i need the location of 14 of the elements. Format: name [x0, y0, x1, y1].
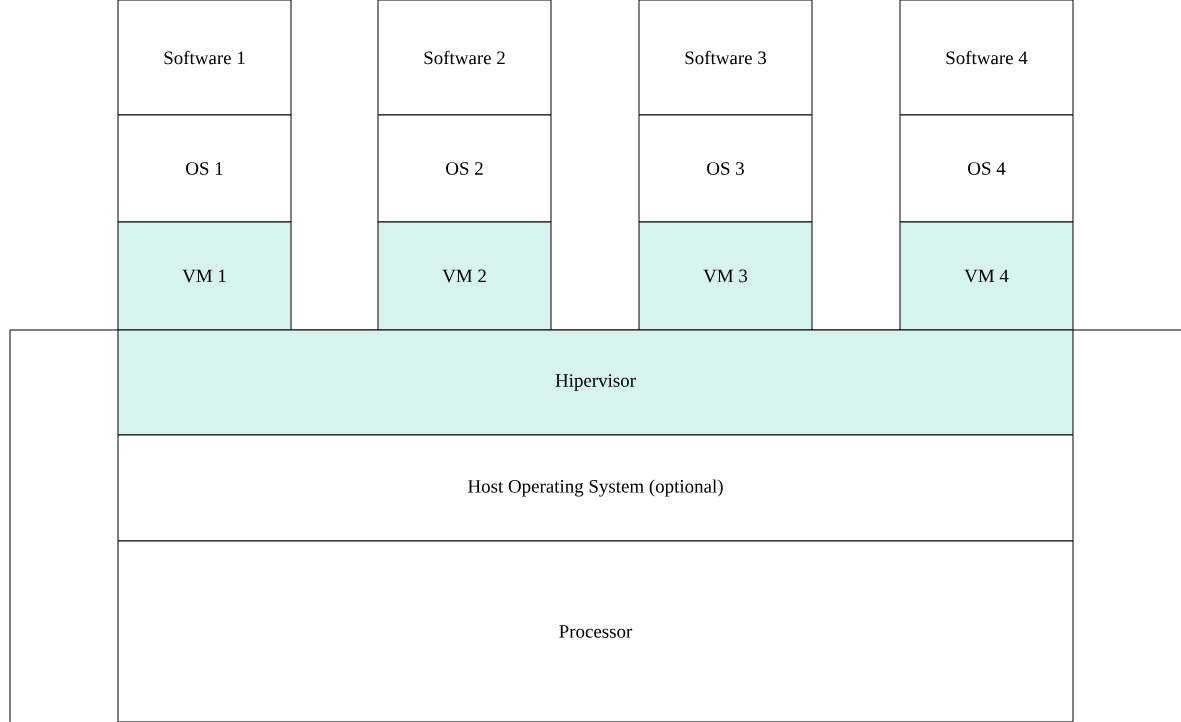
vm-box: VM 4 [899, 221, 1074, 331]
vm-box: VM 2 [377, 221, 552, 331]
layer-band: Host Operating System (optional) [117, 434, 1074, 542]
layer-band: Processor [117, 540, 1074, 722]
vm-box: VM 1 [117, 221, 292, 331]
stack-box: Software 4 [899, 0, 1074, 116]
stack-box: OS 2 [377, 114, 552, 223]
stack-box: Software 2 [377, 0, 552, 116]
stack-box: Software 3 [638, 0, 813, 116]
stack-box: OS 1 [117, 114, 292, 223]
stack-box: OS 4 [899, 114, 1074, 223]
stack-box: Software 1 [117, 0, 292, 116]
vm-box: VM 3 [638, 221, 813, 331]
stack-box: OS 3 [638, 114, 813, 223]
